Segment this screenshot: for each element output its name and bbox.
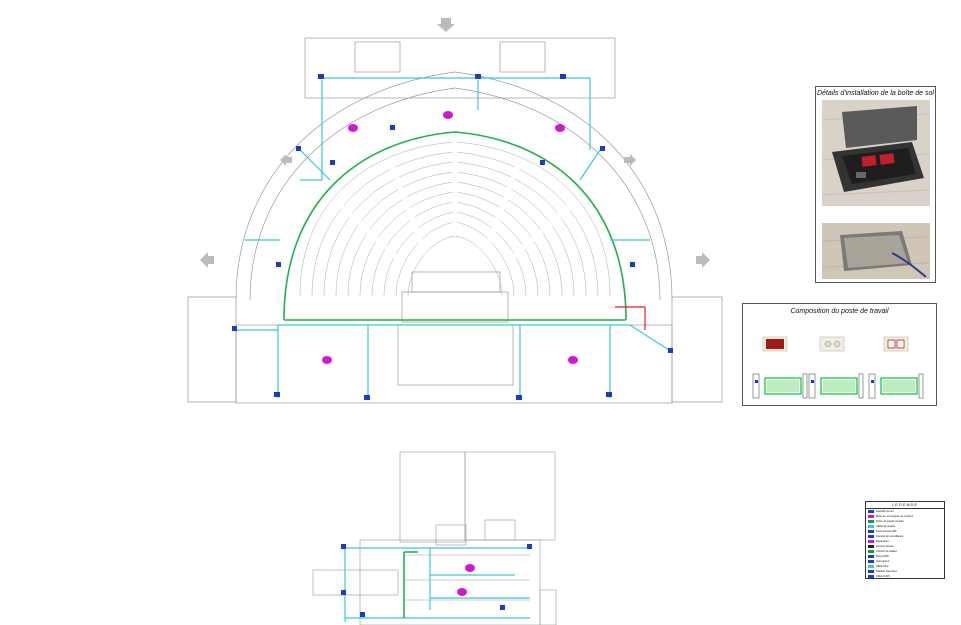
legend-item: Câble fibre bbox=[866, 564, 946, 569]
legend-item-label: Chemin de câbles bbox=[876, 550, 897, 553]
red-marking bbox=[615, 306, 646, 330]
legend-item-label: Poste de travail complet bbox=[876, 520, 904, 523]
floor-box-closed-photo bbox=[822, 223, 930, 279]
legend-symbol-icon bbox=[868, 560, 874, 563]
legend-item: Interrupteur bbox=[866, 559, 946, 564]
north-stair-right bbox=[499, 41, 546, 73]
legend-item-label: Câble fibre bbox=[876, 565, 889, 568]
legend-symbol-icon bbox=[868, 535, 874, 538]
legend-item: Chemin de câbles bbox=[866, 549, 946, 554]
left-wing bbox=[187, 296, 237, 403]
legend-item: Boîte de sol équipée de 2 prises bbox=[866, 514, 946, 519]
legend-symbol-icon bbox=[868, 550, 874, 553]
legend-symbol-icon bbox=[868, 565, 874, 568]
stage bbox=[401, 291, 509, 323]
legend-item: Goulotte de sol bbox=[866, 509, 946, 514]
legend-item: Caméra de surveillance bbox=[866, 534, 946, 539]
floor-box-open-photo bbox=[822, 100, 930, 206]
legend-symbol-icon bbox=[868, 525, 874, 528]
legend-title: LEGENDE bbox=[866, 502, 944, 509]
aisles bbox=[338, 140, 572, 262]
legend-item: Armoire réseau bbox=[866, 544, 946, 549]
podium bbox=[411, 271, 501, 293]
legend-symbol-icon bbox=[868, 515, 874, 518]
legend-item: Point d'accès Wifi bbox=[866, 529, 946, 534]
outer-wall-2 bbox=[249, 87, 661, 301]
entrance-arrows bbox=[200, 18, 710, 268]
legend-item-label: Armoire réseau bbox=[876, 545, 894, 548]
south-block bbox=[235, 324, 673, 404]
legend-item-label: Caméra de surveillance bbox=[876, 535, 904, 538]
legend-item-label: Câble RJ45 bbox=[876, 575, 890, 578]
workstation-panel-title: Composition du poste de travail bbox=[790, 308, 889, 315]
network-cables bbox=[236, 77, 673, 400]
legend-item-label: Point d'accès Wifi bbox=[876, 530, 897, 533]
legend-item: Câble de réseau bbox=[866, 524, 946, 529]
legend-item-label: Tableau électrique bbox=[876, 570, 898, 573]
lower-floor-plan bbox=[312, 451, 557, 625]
legend-symbol-icon bbox=[868, 575, 874, 578]
legend-item-label: Goulotte de sol bbox=[876, 510, 894, 513]
floor-box-details-panel: Détails d'installation de la boîte de so… bbox=[815, 86, 936, 283]
legend-symbol-icon bbox=[868, 555, 874, 558]
cable-tray bbox=[283, 131, 627, 321]
legend-symbol-icon bbox=[868, 530, 874, 533]
floor-box-panel-title: Détails d'installation de la boîte de so… bbox=[817, 90, 934, 97]
legend-item-label: Répartiteur bbox=[876, 540, 889, 543]
legend-item: Câble RJ45 bbox=[866, 574, 946, 579]
network-devices bbox=[232, 74, 673, 400]
legend-item: Prise RJ45 bbox=[866, 554, 946, 559]
legend-item-label: Interrupteur bbox=[876, 560, 890, 563]
floor-boxes bbox=[322, 111, 578, 364]
legend-symbol-icon bbox=[868, 570, 874, 573]
legend-symbol-icon bbox=[868, 545, 874, 548]
legend-symbol-icon bbox=[868, 520, 874, 523]
north-wing bbox=[304, 37, 616, 99]
workstation-diagram bbox=[752, 336, 924, 399]
legend-item: Poste de travail complet bbox=[866, 519, 946, 524]
north-stair-left bbox=[354, 41, 401, 73]
outer-wall bbox=[235, 71, 673, 301]
legend-symbol-icon bbox=[868, 540, 874, 543]
legend-item: Tableau électrique bbox=[866, 569, 946, 574]
right-wing bbox=[671, 296, 723, 403]
legend-item-label: Câble de réseau bbox=[876, 525, 896, 528]
workstation-composition-panel: Composition du poste de travail bbox=[742, 303, 937, 406]
south-center bbox=[397, 324, 514, 386]
legend-item-label: Boîte de sol équipée de 2 prises bbox=[876, 515, 914, 518]
legend-symbol-icon bbox=[868, 510, 874, 513]
legend-item: Répartiteur bbox=[866, 539, 946, 544]
legend-item-label: Prise RJ45 bbox=[876, 555, 889, 558]
